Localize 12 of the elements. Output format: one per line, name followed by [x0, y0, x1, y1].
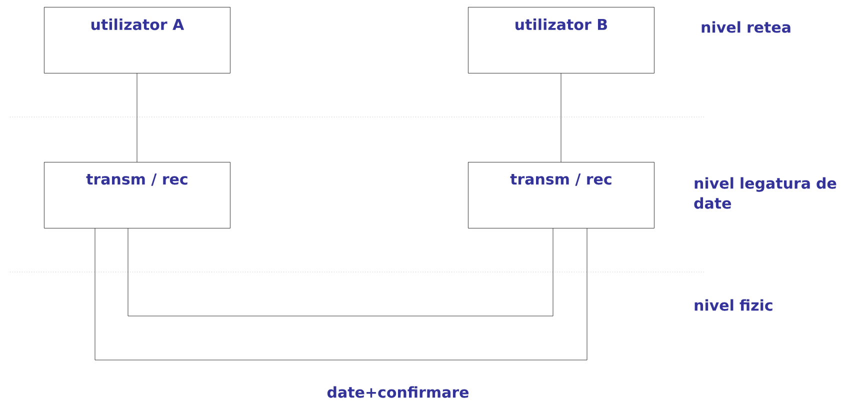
connector-line — [128, 228, 554, 316]
process-box: utilizator A — [44, 7, 230, 74]
process-box: utilizator B — [468, 7, 654, 74]
connector-line — [94, 228, 588, 360]
layer-label: nivel fizic — [694, 299, 772, 311]
connector-line — [136, 73, 138, 162]
process-box: transm / rec — [44, 162, 230, 228]
layer-label: nivel legatura de date — [694, 177, 836, 209]
process-box: transm / rec — [468, 162, 654, 228]
layer-label: nivel retea — [702, 21, 790, 33]
connector-line — [560, 73, 562, 162]
caption-label: date+confirmare — [327, 386, 469, 398]
